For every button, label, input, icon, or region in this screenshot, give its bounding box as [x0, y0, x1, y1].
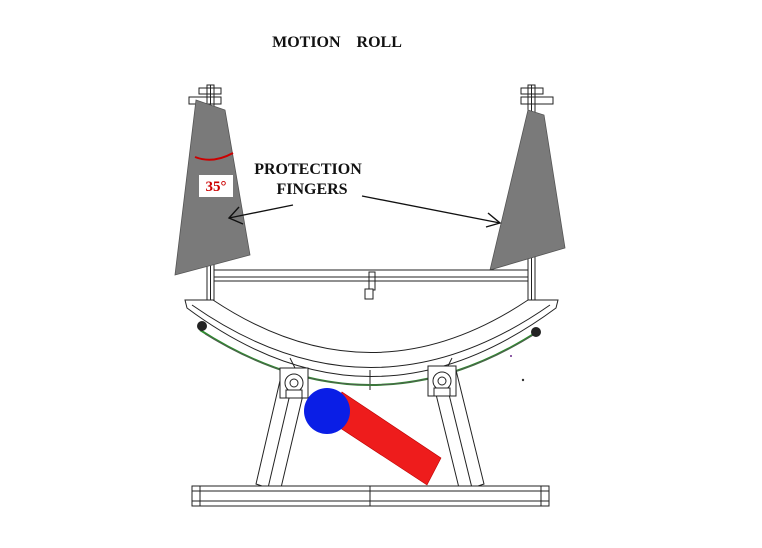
- right-protection-finger: [489, 109, 566, 271]
- leader-arrows: [227, 195, 502, 228]
- left-end-roller: [197, 321, 207, 331]
- curved-cradle: [184, 299, 559, 390]
- diagram-title: MOTION ROLL: [272, 34, 402, 51]
- angle-label: 35°: [206, 179, 227, 195]
- actuator-ball: [304, 388, 350, 434]
- left-leg: [255, 367, 309, 493]
- right-leg: [427, 365, 485, 493]
- belt-track-inner: [204, 333, 536, 386]
- base-rail: [191, 485, 550, 507]
- frame-crossbar: [213, 269, 529, 300]
- angle-arc: [194, 152, 234, 161]
- annotation-line-1: PROTECTION: [254, 161, 362, 178]
- stray-dot: [510, 355, 512, 357]
- annotation-line-2: FINGERS: [276, 181, 347, 198]
- angle-label-box: [199, 175, 233, 197]
- right-end-roller: [531, 327, 541, 337]
- stray-dot: [521, 378, 525, 382]
